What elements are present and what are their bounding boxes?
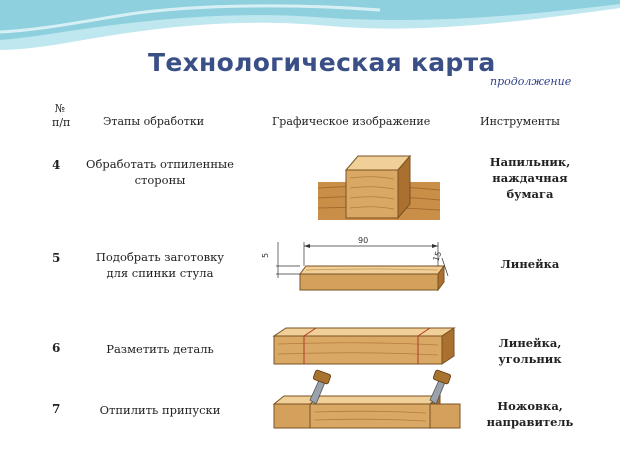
row-tools: Линейка,угольник — [498, 336, 562, 366]
width-dimension: 5 — [261, 253, 270, 258]
row-stage: Отпилить припуски — [99, 403, 221, 417]
row-number: 6 — [52, 341, 61, 355]
continued-label: продолжение — [490, 75, 572, 88]
col-tools-header: Инструменты — [480, 115, 560, 128]
col-graphic-header: Графическое изображение — [272, 115, 431, 128]
wood-block — [317, 154, 441, 220]
board-marked — [272, 327, 456, 365]
row-number: 5 — [52, 251, 61, 265]
row-tools: Ножовка,направитель — [486, 399, 574, 429]
board-dimensioned: 90 5 15 — [261, 236, 449, 292]
row-stage: Разметить деталь — [106, 342, 214, 356]
col-stages-header: Этапы обработки — [103, 115, 205, 128]
board-sawn-with-saws — [272, 369, 461, 430]
row-tools: Линейка — [500, 257, 560, 271]
length-dimension: 90 — [358, 236, 368, 245]
row-number: 4 — [52, 158, 61, 172]
wave-decoration — [0, 0, 620, 50]
page-title: Технологическая карта — [148, 48, 496, 77]
row-number: 7 — [52, 402, 61, 416]
thickness-dimension: 15 — [431, 250, 443, 263]
